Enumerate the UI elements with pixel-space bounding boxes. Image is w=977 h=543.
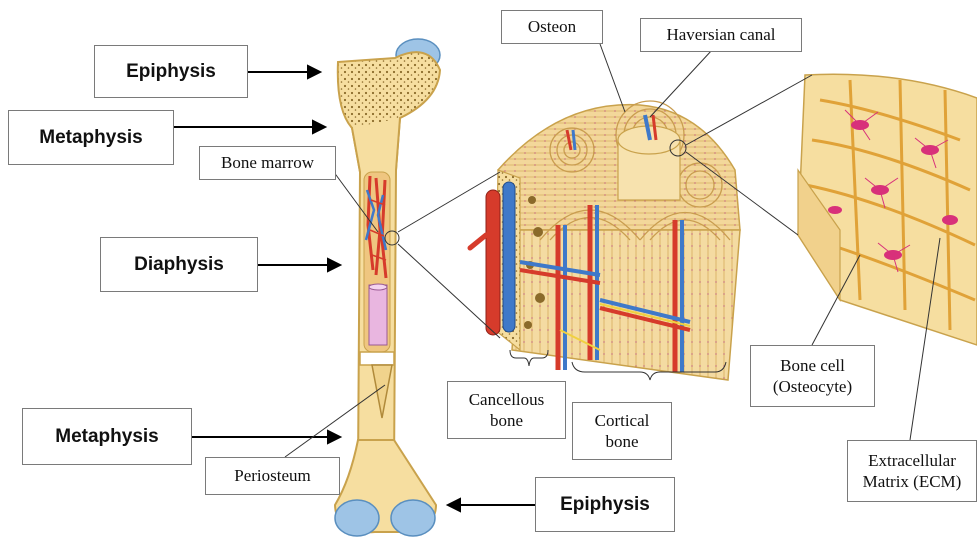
label-periosteum: Periosteum <box>205 457 340 495</box>
femur <box>335 39 440 536</box>
artery-large <box>486 190 500 335</box>
bone-cell-line-2: (Osteocyte) <box>773 376 852 397</box>
ecm-line-2: Matrix (ECM) <box>863 471 962 492</box>
vein-large <box>503 182 515 332</box>
label-epiphysis-bottom: Epiphysis <box>535 477 675 532</box>
cancellous-line-1: Cancellous <box>469 389 545 410</box>
condyle-cartilage-right <box>391 500 435 536</box>
label-haversian-canal: Haversian canal <box>640 18 802 52</box>
label-osteon: Osteon <box>501 10 603 44</box>
cortical-line-1: Cortical <box>595 410 650 431</box>
label-metaphysis-top: Metaphysis <box>8 110 174 165</box>
label-ecm: Extracellular Matrix (ECM) <box>847 440 977 502</box>
bone-cell-line-1: Bone cell <box>780 355 845 376</box>
cortical-line-2: bone <box>605 431 638 452</box>
label-diaphysis: Diaphysis <box>100 237 258 292</box>
label-epiphysis-top: Epiphysis <box>94 45 248 98</box>
bone-section-block <box>470 101 740 380</box>
cancellous-line-2: bone <box>490 410 523 431</box>
label-bone-cell: Bone cell (Osteocyte) <box>750 345 875 407</box>
condyle-cartilage-left <box>335 500 379 536</box>
label-cancellous-bone: Cancellous bone <box>447 381 566 439</box>
ecm-line-1: Extracellular <box>868 450 956 471</box>
bone-marrow-tube <box>369 285 387 345</box>
label-metaphysis-bottom: Metaphysis <box>22 408 192 465</box>
label-bone-marrow: Bone marrow <box>199 146 336 180</box>
ecm-zoom <box>798 74 977 345</box>
label-cortical-bone: Cortical bone <box>572 402 672 460</box>
